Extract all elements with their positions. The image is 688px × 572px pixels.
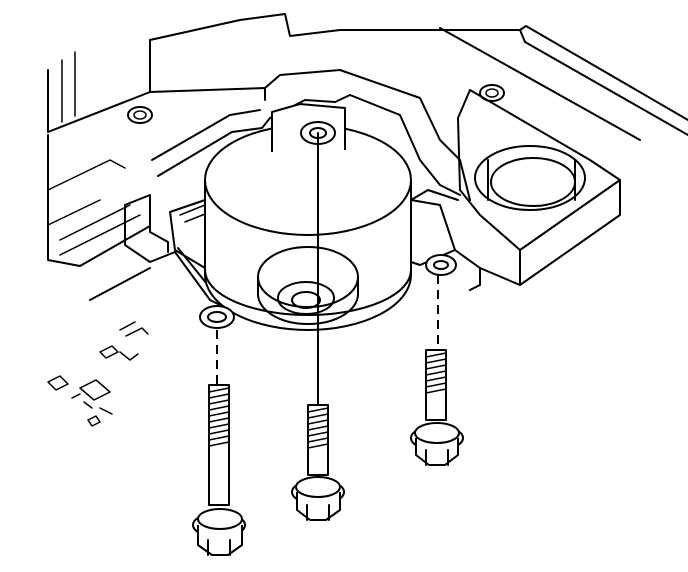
alignment-lines: [216, 132, 439, 406]
bolt-hole-left: [199, 305, 235, 329]
bolt-right: [410, 349, 464, 466]
solenoid-body: [169, 103, 459, 331]
bolt-left: [192, 384, 246, 556]
bolt-hole-right: [425, 254, 457, 276]
transmission-case: [47, 13, 688, 306]
bolt-center: [291, 404, 345, 521]
case-cast-marks: [47, 321, 149, 427]
